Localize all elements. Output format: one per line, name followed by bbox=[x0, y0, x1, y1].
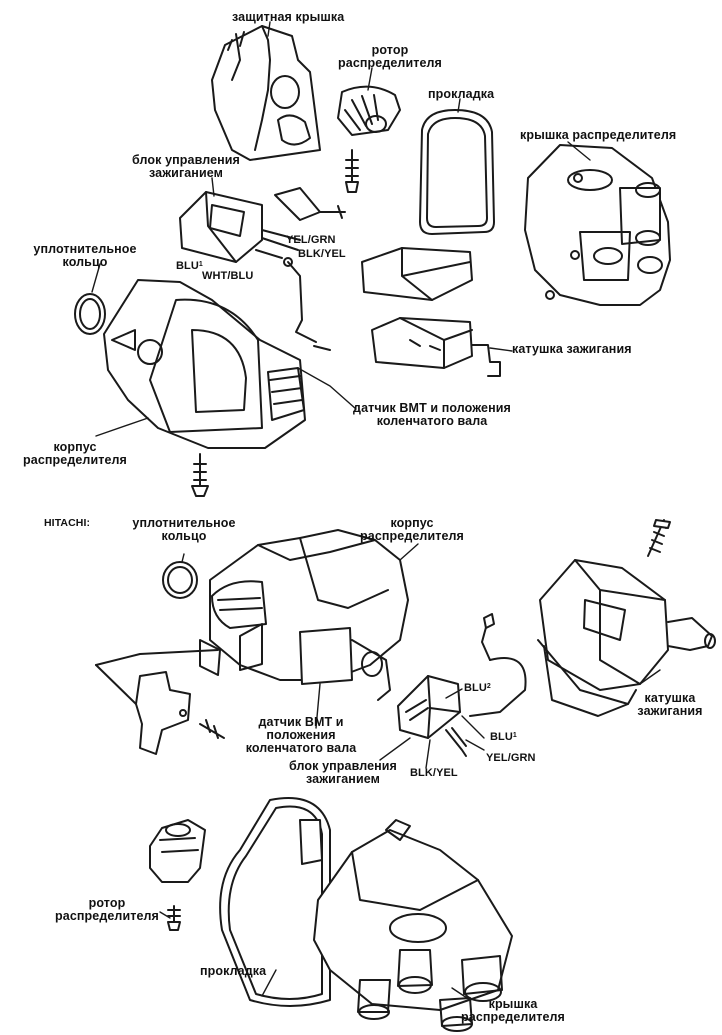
label-rotor-top: ротор распределителя bbox=[330, 44, 450, 70]
label-housing-hitachi-line2: распределителя bbox=[360, 529, 464, 543]
protective-cover-drawing bbox=[212, 26, 320, 160]
distributor-housing-hitachi-drawing bbox=[200, 530, 408, 700]
label-housing-top-line1: корпус bbox=[53, 440, 97, 454]
label-icm-hitachi-line1: блок управления bbox=[289, 759, 397, 773]
section-header-hitachi: HITACHI: bbox=[44, 517, 91, 529]
coil-top-drawing bbox=[362, 248, 500, 376]
label-rotor-hitachi-line1: ротор bbox=[88, 896, 126, 910]
label-o-ring-hitachi-line2: кольцо bbox=[161, 529, 207, 543]
label-wire-blu1-hitachi-text: BLU bbox=[490, 731, 513, 743]
bracket-hitachi-drawing bbox=[96, 650, 224, 754]
rotor-top-drawing bbox=[338, 87, 400, 192]
label-wire-blk-yel-top: BLK/YEL bbox=[298, 248, 346, 260]
label-wire-blu1-hitachi-sup: 1 bbox=[512, 732, 517, 739]
label-o-ring-hitachi: уплотнительное кольцо bbox=[128, 517, 240, 543]
o-ring-top-drawing bbox=[75, 294, 105, 334]
o-ring-hitachi-drawing bbox=[163, 562, 197, 598]
label-sensor-top-line2: коленчатого вала bbox=[376, 414, 488, 428]
gasket-hitachi-drawing bbox=[220, 798, 330, 1006]
label-ignition-coil-hitachi-line2: зажигания bbox=[637, 704, 703, 718]
label-distributor-cap-hitachi-line2: распределителя bbox=[461, 1010, 565, 1024]
label-rotor-hitachi-line2: распределителя bbox=[55, 909, 159, 923]
label-wire-blu2-hitachi-sup: 2 bbox=[486, 683, 491, 690]
label-ignition-coil-hitachi: катушка зажигания bbox=[622, 692, 718, 718]
label-o-ring-hitachi-line1: уплотнительное bbox=[132, 516, 236, 530]
label-sensor-hitachi-line1: датчик ВМТ и bbox=[258, 715, 344, 729]
label-housing-top-line2: распределителя bbox=[23, 453, 127, 467]
label-wire-blu2-hitachi-text: BLU bbox=[464, 682, 487, 694]
label-ignition-coil-top: катушка зажигания bbox=[512, 342, 632, 356]
label-housing-hitachi-line1: корпус bbox=[390, 516, 434, 530]
distributor-cap-hitachi-drawing bbox=[314, 820, 512, 1031]
label-wire-blu-top-sup: 1 bbox=[198, 261, 203, 268]
label-o-ring-top: уплотнительное кольцо bbox=[30, 243, 140, 269]
distributor-cap-top-drawing bbox=[525, 145, 670, 305]
label-o-ring-top-line1: уплотнительное bbox=[33, 242, 137, 256]
label-ignition-coil-hitachi-line1: катушка bbox=[644, 691, 696, 705]
label-icm-top-line2: зажиганием bbox=[149, 166, 223, 180]
label-icm-hitachi: блок управления зажиганием bbox=[280, 760, 406, 786]
label-o-ring-top-line2: кольцо bbox=[62, 255, 108, 269]
label-wire-wht-blu-top: WHT/BLU bbox=[202, 270, 254, 282]
gasket-top-drawing bbox=[420, 110, 494, 234]
label-wire-yel-grn-top: YEL/GRN bbox=[286, 234, 336, 246]
distributor-housing-top-drawing bbox=[104, 280, 305, 496]
label-rotor-hitachi: ротор распределителя bbox=[50, 897, 164, 923]
label-wire-blu2-hitachi: BLU2 bbox=[464, 682, 491, 695]
ignition-control-module-top-drawing bbox=[180, 188, 345, 350]
label-wire-blk-yel-hitachi: BLK/YEL bbox=[410, 767, 458, 779]
label-wire-yel-grn-hitachi: YEL/GRN bbox=[486, 752, 536, 764]
label-wire-blu-top: BLU1 bbox=[176, 260, 203, 273]
ignition-control-module-hitachi-drawing bbox=[398, 614, 526, 756]
label-gasket-hitachi: прокладка bbox=[200, 964, 267, 978]
label-distributor-cap-hitachi-line1: крышка bbox=[488, 997, 538, 1011]
coil-hitachi-drawing bbox=[538, 520, 715, 716]
label-housing-hitachi: корпус распределителя bbox=[352, 517, 472, 543]
label-wire-blu1-hitachi: BLU1 bbox=[490, 731, 517, 744]
label-protective-cover: защитная крышка bbox=[232, 10, 345, 24]
label-sensor-hitachi-line3: коленчатого вала bbox=[245, 741, 357, 755]
label-distributor-cap-hitachi: крышка распределителя bbox=[450, 998, 576, 1024]
label-icm-top-line1: блок управления bbox=[132, 153, 240, 167]
top-leader-lines bbox=[92, 22, 590, 436]
label-rotor-top-line1: ротор bbox=[371, 43, 409, 57]
label-housing-top: корпус распределителя bbox=[20, 441, 130, 467]
label-rotor-top-line2: распределителя bbox=[338, 56, 442, 70]
label-gasket-top: прокладка bbox=[428, 87, 495, 101]
hitachi-leader-lines bbox=[160, 544, 660, 1000]
label-sensor-hitachi-line2: положения bbox=[266, 728, 336, 742]
label-icm-top: блок управления зажиганием bbox=[116, 154, 256, 180]
label-distributor-cap-top: крышка распределителя bbox=[520, 128, 677, 142]
label-wire-blu-top-text: BLU bbox=[176, 260, 199, 272]
label-sensor-top: датчик ВМТ и положения коленчатого вала bbox=[352, 402, 512, 428]
label-sensor-top-line1: датчик ВМТ и положения bbox=[353, 401, 511, 415]
label-icm-hitachi-line2: зажиганием bbox=[306, 772, 380, 786]
rotor-hitachi-drawing bbox=[150, 820, 205, 930]
label-sensor-hitachi: датчик ВМТ и положения коленчатого вала bbox=[236, 716, 366, 755]
